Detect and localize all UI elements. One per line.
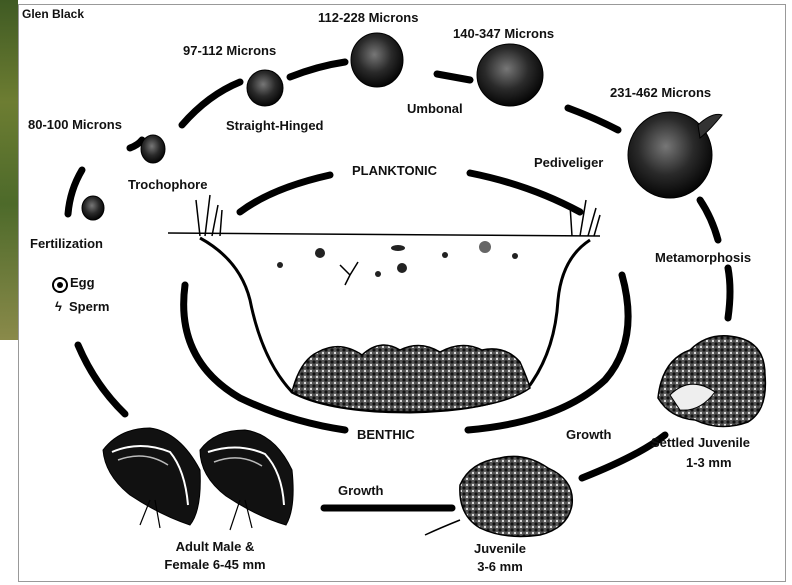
cycle-arc-adult-sperm	[78, 345, 125, 414]
benthic-zone-label: BENTHIC	[357, 428, 415, 443]
cycle-arc-umbonal-pedi	[568, 108, 618, 130]
adult-label-line2: Female 6-45 mm	[150, 558, 280, 573]
floating-larvae	[277, 241, 518, 285]
settled-juvenile-shell-icon	[658, 336, 765, 427]
umbonal-size-a-label: 112-228 Microns	[318, 11, 418, 26]
settled-juvenile-size-label: 1-3 mm	[686, 456, 732, 471]
umbonal-size-b-label: 140-347 Microns	[453, 27, 554, 42]
cycle-arc-umbonal-umbonal	[437, 74, 470, 80]
cycle-arc-straight-umbonal	[290, 62, 345, 77]
umbonal-label: Umbonal	[407, 102, 463, 117]
straight-hinged-label: Straight-Hinged	[226, 119, 324, 134]
sperm-icon: ϟ	[55, 300, 62, 315]
inner-arc-top-right	[470, 173, 580, 212]
cycle-arc-fert-trocho	[130, 140, 142, 148]
fertilized-egg-icon	[82, 196, 104, 220]
credit-label: Glen Black	[22, 8, 84, 22]
left-bank-plants	[196, 195, 222, 236]
inner-arc-top-left	[240, 175, 330, 212]
adult-mussel-left-icon	[103, 428, 200, 525]
juvenile-size-label: 3-6 mm	[460, 560, 540, 575]
settled-juvenile-label: Settled Juvenile	[651, 436, 750, 451]
sperm-label: Sperm	[69, 300, 109, 315]
metamorphosis-label: Metamorphosis	[655, 251, 751, 266]
straight-hinged-size-label: 97-112 Microns	[183, 44, 276, 59]
trochophore-label: Trochophore	[128, 178, 207, 193]
growth-label-1: Growth	[566, 428, 612, 443]
straight-hinged-shell-icon	[247, 70, 283, 106]
umbonal-shell-icon-a	[351, 33, 403, 87]
pond-bottom-rocks	[292, 345, 530, 412]
fertilization-label: Fertilization	[30, 237, 103, 252]
egg-label: Egg	[70, 276, 95, 291]
juvenile-cluster-icon	[460, 456, 572, 536]
trochophore-shell-icon	[141, 135, 165, 163]
umbonal-shell-icon-b	[477, 44, 543, 106]
juvenile-label: Juvenile	[460, 542, 540, 557]
adult-label-line1: Adult Male &	[160, 540, 270, 555]
planktonic-zone-label: PLANKTONIC	[352, 164, 437, 179]
growth-label-2: Growth	[338, 484, 384, 499]
cycle-arc-egg-fert	[68, 170, 82, 214]
pediveliger-foot	[698, 114, 722, 138]
pediveliger-size-label: 231-462 Microns	[610, 86, 711, 101]
cycle-arc-pedi-meta	[700, 200, 718, 240]
pond-cross-section	[168, 195, 600, 412]
pediveliger-label: Pediveliger	[534, 156, 603, 171]
water-surface	[168, 233, 600, 236]
cycle-arc-meta-settled	[728, 268, 730, 318]
trochophore-size-label: 80-100 Microns	[28, 118, 122, 133]
